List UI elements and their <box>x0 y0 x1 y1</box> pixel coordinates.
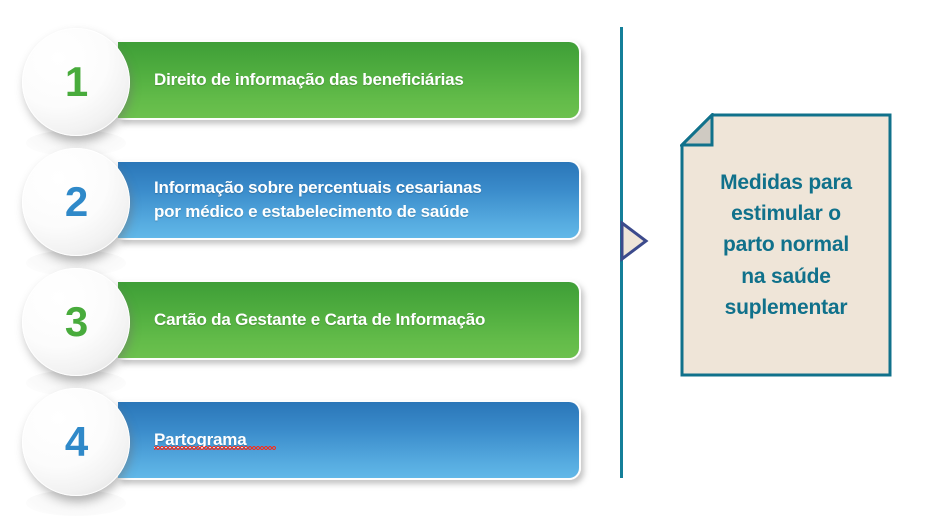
step-item[interactable]: Direito de informação das beneficiárias … <box>0 22 600 156</box>
step-bar[interactable]: Cartão da Gestante e Carta de Informação <box>118 280 581 360</box>
step-label: Informação sobre percentuais cesarianas … <box>154 177 482 221</box>
step-bar[interactable]: Partograma <box>118 400 581 480</box>
step-bar[interactable]: Informação sobre percentuais cesarianas … <box>118 160 581 240</box>
callout-text: Medidas para estimular o parto normal na… <box>720 171 852 319</box>
step-label: Cartão da Gestante e Carta de Informação <box>154 309 486 329</box>
step-number: 4 <box>64 418 88 465</box>
step-item[interactable]: Cartão da Gestante e Carta de Informação… <box>0 262 600 396</box>
step-number: 3 <box>64 298 88 345</box>
step-item[interactable]: Partograma 4 <box>0 382 600 516</box>
arrow-right-icon <box>619 220 649 262</box>
document-callout[interactable]: Medidas para estimular o parto normal na… <box>680 113 892 377</box>
step-number-badge[interactable]: 2 <box>22 148 130 256</box>
step-list: Direito de informação das beneficiárias … <box>0 22 600 516</box>
step-label: Direito de informação das beneficiárias <box>154 69 464 89</box>
step-number: 2 <box>64 178 88 225</box>
document-shape-icon <box>680 113 892 377</box>
diagram-canvas: Direito de informação das beneficiárias … <box>0 22 892 516</box>
step-number-badge[interactable]: 1 <box>22 28 130 136</box>
step-number-badge[interactable]: 3 <box>22 268 130 376</box>
step-number-badge[interactable]: 4 <box>22 388 130 496</box>
step-bar[interactable]: Direito de informação das beneficiárias <box>118 40 581 120</box>
step-label: Partograma <box>154 429 247 449</box>
step-number: 1 <box>64 58 88 105</box>
step-item[interactable]: Informação sobre percentuais cesarianas … <box>0 142 600 276</box>
